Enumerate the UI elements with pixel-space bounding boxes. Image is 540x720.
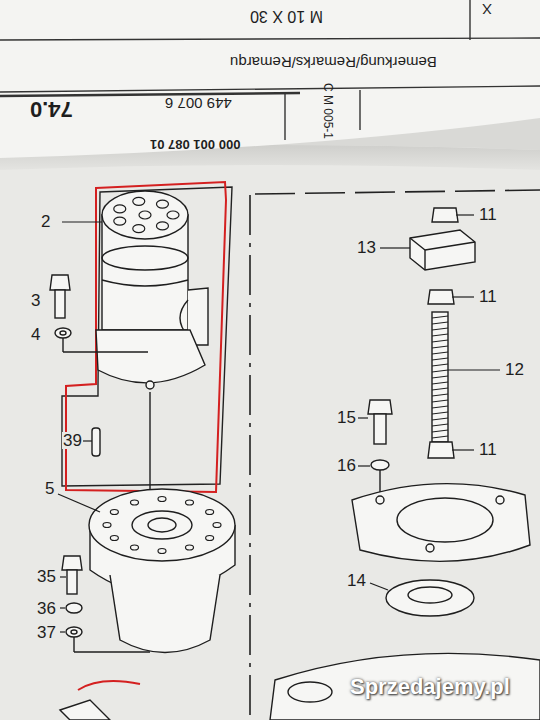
thread-line <box>432 328 448 330</box>
leader-lines <box>58 215 500 632</box>
callout-number: 3 <box>30 292 41 309</box>
callout-number: 5 <box>44 480 55 497</box>
bolt-hole <box>158 497 166 502</box>
callout-number: 37 <box>36 624 57 641</box>
callout-number: 13 <box>356 239 377 256</box>
bolt-hole <box>133 197 145 205</box>
bolt-hole <box>213 523 221 528</box>
clamp-block <box>410 230 475 270</box>
thread-lines <box>432 316 448 438</box>
callout-number: 36 <box>36 600 57 617</box>
housing-flange <box>89 489 235 561</box>
bolt-hole <box>206 536 214 541</box>
bolt-hole <box>131 545 139 550</box>
table-header: Bemerkung/Remarks/Remarqu <box>230 55 437 70</box>
motor-top <box>102 191 188 239</box>
bolt-hole <box>158 549 166 554</box>
bolt-hole <box>110 510 118 515</box>
callout-number: 11 <box>478 288 498 305</box>
red-marking <box>78 681 140 690</box>
thread-line <box>432 412 448 414</box>
callout-number: 39 <box>62 432 83 449</box>
bolt-hole <box>156 222 168 230</box>
callout-number: 16 <box>336 457 357 474</box>
callout-number: 11 <box>478 441 498 458</box>
bolt-hole <box>139 211 151 219</box>
thread-line <box>432 358 448 360</box>
thread-line <box>432 376 448 378</box>
thread-line <box>432 382 448 384</box>
frame-lines <box>250 190 540 720</box>
thread-line <box>432 346 448 348</box>
callout-number: 11 <box>478 206 498 223</box>
lower-page <box>0 145 540 720</box>
part-number: 000 001 087 01 <box>150 138 240 151</box>
thread-line <box>432 430 448 432</box>
thread-line <box>432 400 448 402</box>
bolt-hole <box>186 500 194 505</box>
table-text: X <box>482 2 492 17</box>
thread-line <box>432 364 448 366</box>
bolt-hole <box>206 510 214 515</box>
table-text: 74.0 <box>30 98 73 120</box>
callout-number: 14 <box>346 572 367 589</box>
bolt-hole <box>156 200 168 208</box>
thread-line <box>432 316 448 318</box>
motor-flange <box>96 330 205 383</box>
thread-line <box>432 322 448 324</box>
callout-number: 15 <box>336 409 357 426</box>
thread-line <box>432 340 448 342</box>
bolt-hole <box>186 545 194 550</box>
thread-line <box>432 388 448 390</box>
thread-line <box>432 394 448 396</box>
bolt-hole <box>114 217 126 225</box>
thread-line <box>432 436 448 438</box>
thread-line <box>432 352 448 354</box>
table-text: 449 007 6 <box>165 96 232 111</box>
thread-line <box>432 370 448 372</box>
thread-line <box>432 406 448 408</box>
table-text: C M 005-1 <box>322 83 334 139</box>
parts <box>50 191 540 720</box>
bolt-hole <box>131 500 139 505</box>
bolt-hole <box>114 205 126 213</box>
group-frame <box>62 187 232 486</box>
ring <box>386 580 474 616</box>
bolt-hole <box>103 523 111 528</box>
thread-line <box>432 418 448 420</box>
callout-number: 2 <box>40 213 51 230</box>
bolt-holes <box>103 197 221 553</box>
table-text: M 10 X 30 <box>250 8 323 24</box>
thread-line <box>432 334 448 336</box>
upper-page <box>0 0 540 158</box>
flange-plate <box>352 484 530 562</box>
red-marking <box>66 182 226 492</box>
callout-number: 4 <box>30 326 41 343</box>
table-lines <box>0 0 540 140</box>
callout-number: 12 <box>504 361 525 378</box>
watermark: Sprzedajemy.pl <box>350 676 510 698</box>
thread-line <box>432 424 448 426</box>
callout-number: 35 <box>36 568 57 585</box>
threaded-rod <box>432 312 448 442</box>
bolt-hole <box>133 225 145 233</box>
bolt-hole <box>110 536 118 541</box>
bolt-hole <box>167 211 179 219</box>
